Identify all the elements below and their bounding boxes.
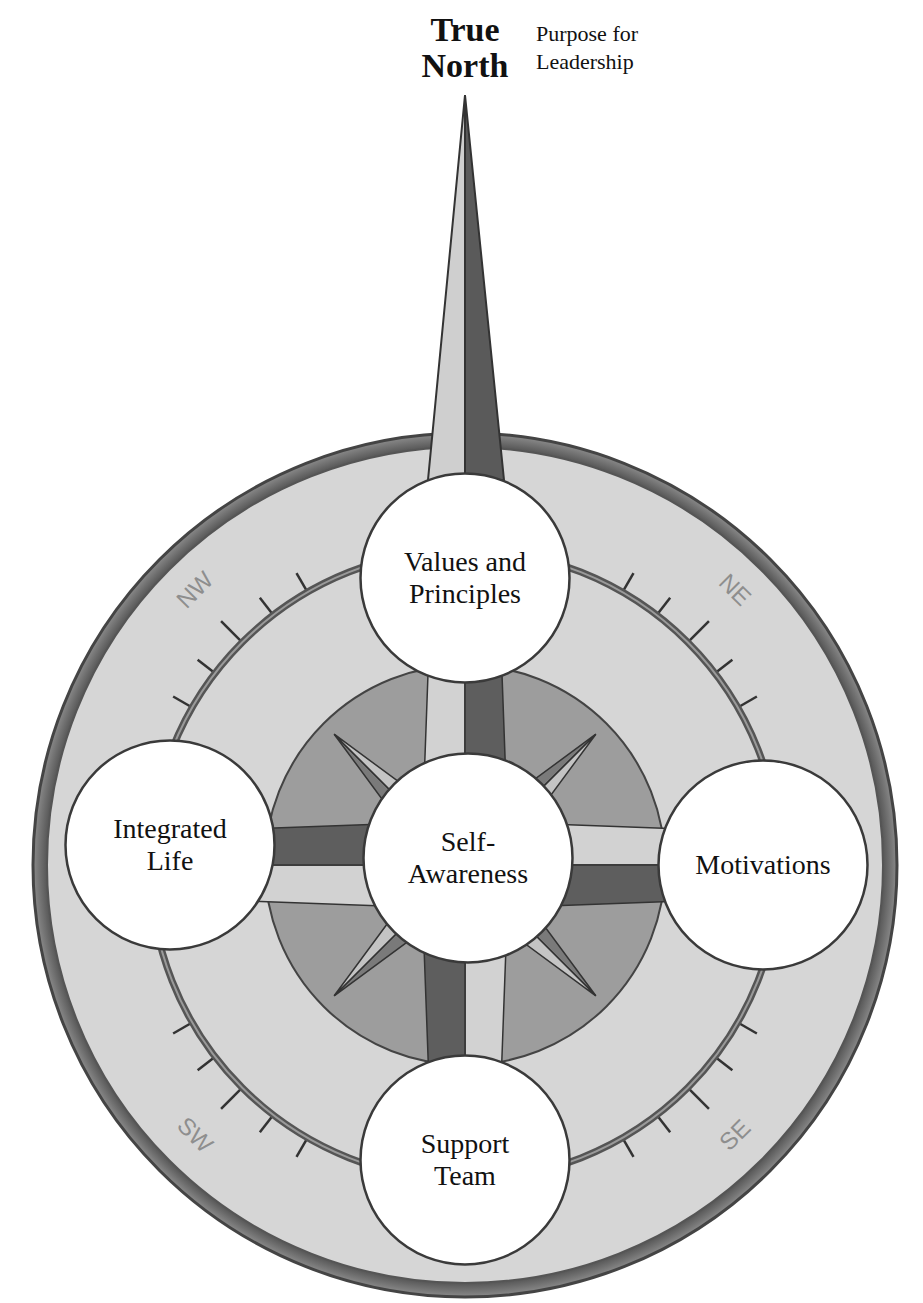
- title-label: True North: [400, 12, 530, 83]
- principle-circle: Values and Principles: [359, 472, 571, 684]
- tick-mark: [688, 621, 709, 642]
- circle-label: Integrated Life: [95, 813, 245, 877]
- circle-shape: [659, 761, 868, 970]
- compass-rim: [33, 433, 897, 1297]
- principle-circle: Motivations: [657, 759, 869, 971]
- circle-label: Self-Awareness: [393, 826, 543, 890]
- circle-shape: [361, 474, 570, 683]
- needle-dark: [465, 95, 504, 480]
- circle-shape: [66, 741, 275, 950]
- tick-mark: [221, 1088, 242, 1109]
- circle-shape: [361, 1056, 570, 1265]
- principle-circle: Support Team: [359, 1054, 571, 1266]
- principle-circle: Integrated Life: [64, 739, 276, 951]
- circle-shape: [364, 754, 573, 963]
- circle-label: Motivations: [688, 849, 838, 881]
- tick-mark: [221, 621, 242, 642]
- circle-label: Values and Principles: [390, 546, 540, 610]
- tick-mark: [688, 1088, 709, 1109]
- needle-light: [428, 95, 465, 480]
- principle-circle: Self-Awareness: [362, 752, 574, 964]
- compass-face: [47, 447, 883, 1283]
- purpose-label: Purpose for Leadership: [536, 20, 676, 75]
- circle-label: Support Team: [390, 1128, 540, 1192]
